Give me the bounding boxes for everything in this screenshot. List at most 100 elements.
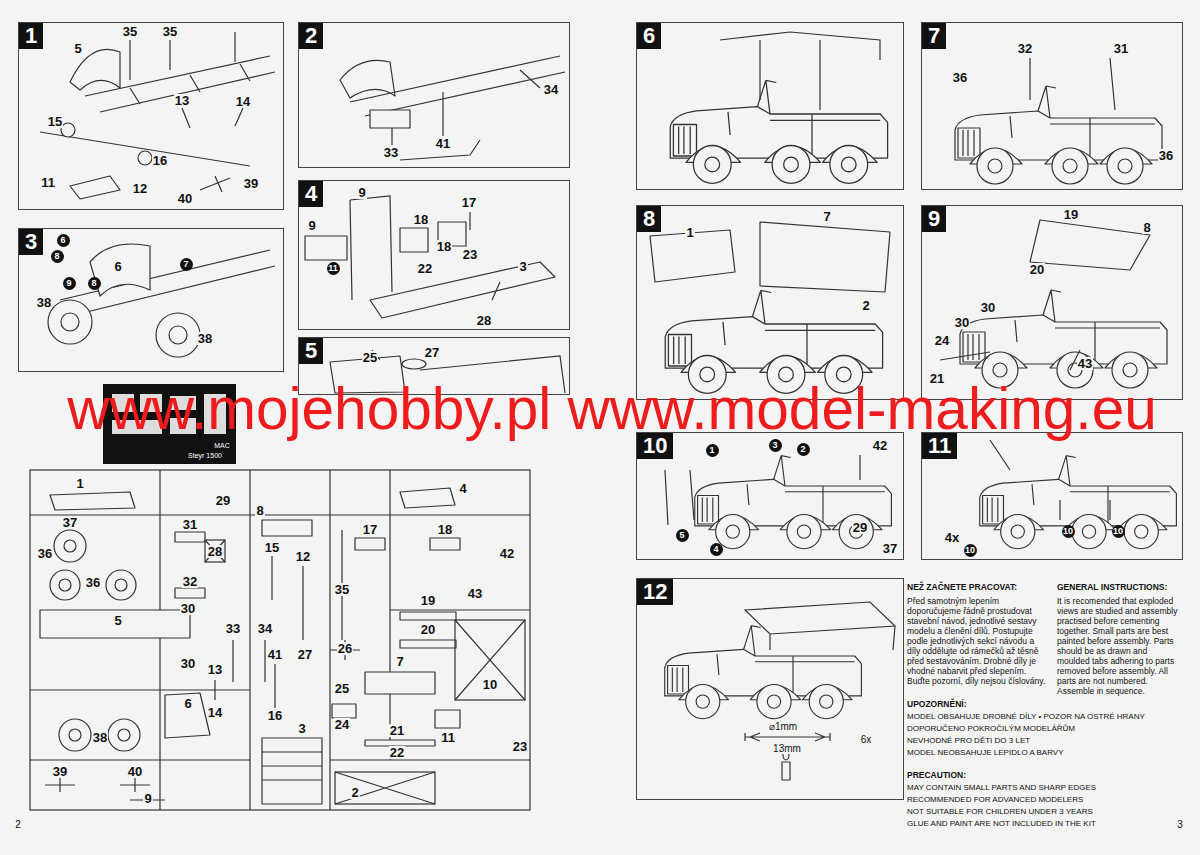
- callout-number: 33: [225, 622, 241, 635]
- callout-number: 28: [476, 314, 492, 327]
- callout-number: 29: [215, 494, 231, 507]
- warning-line: MODEL OBSAHUJE DROBNÉ DÍLY • POZOR NA OS…: [907, 713, 1145, 721]
- callout-number: 10: [482, 678, 498, 691]
- callout-number: 31: [1113, 42, 1129, 55]
- callout-number: 14: [207, 706, 223, 719]
- callout-number: 43: [1077, 357, 1093, 370]
- callout-number: 10: [1112, 525, 1125, 538]
- step-number: 7: [922, 23, 946, 49]
- callout-number: 36: [85, 576, 101, 589]
- callout-number: 39: [52, 765, 68, 778]
- callout-number: 2: [797, 443, 810, 456]
- note-heading: UPOZORNĚNÍ:: [907, 700, 967, 709]
- callout-number: 39: [243, 177, 259, 190]
- callout-number: 4: [458, 482, 467, 495]
- callout-number: 14: [235, 95, 251, 108]
- step-number: 9: [922, 206, 946, 232]
- callout-number: 36: [37, 547, 53, 560]
- step-number: 6: [637, 23, 661, 49]
- page-number: 2: [15, 820, 21, 830]
- callout-number: 34: [257, 622, 273, 635]
- callout-number: 24: [934, 334, 950, 347]
- callout-number: 23: [512, 740, 528, 753]
- step-number: 5: [299, 338, 323, 364]
- callout-number: 17: [461, 196, 477, 209]
- callout-number: 12: [132, 182, 148, 195]
- callout-number: 42: [872, 439, 888, 452]
- callout-number: 19: [420, 594, 436, 607]
- callout-number: 36: [1158, 149, 1174, 162]
- callout-number: 40: [177, 192, 193, 205]
- callout-number: 9: [357, 186, 366, 199]
- callout-number: 35: [162, 25, 178, 38]
- callout-number: 9: [143, 792, 152, 805]
- step-panel: 9: [921, 205, 1183, 400]
- callout-number: 4x: [944, 531, 960, 544]
- callout-number: 30: [180, 602, 196, 615]
- note-heading: PRECAUTION:: [907, 771, 966, 780]
- dimension-label: 6x: [860, 735, 873, 745]
- callout-number: 17: [362, 523, 378, 536]
- callout-number: 23: [462, 248, 478, 261]
- callout-number: 13: [207, 663, 223, 676]
- dimension-label: 13mm: [772, 744, 802, 754]
- warning-line: DOPORUČENO POKROČILÝM MODELÁŘŮM: [907, 725, 1075, 733]
- callout-number: 3: [769, 439, 782, 452]
- callout-number: 11: [440, 731, 456, 744]
- callout-number: 8: [1142, 221, 1151, 234]
- callout-number: 25: [334, 682, 350, 695]
- callout-number: 31: [182, 518, 198, 531]
- step-panel: 4: [298, 180, 570, 330]
- warning-line: GLUE AND PAINT ARE NOT INCLUDED IN THE K…: [907, 820, 1096, 828]
- etch-label: Steyr 1500: [187, 452, 223, 459]
- note-heading: NEŽ ZAČNETE PRACOVAT:: [907, 583, 1017, 592]
- callout-number: 36: [952, 71, 968, 84]
- warning-line: NOT SUITABLE FOR CHILDREN UNDER 3 YEARS: [907, 808, 1093, 816]
- warning-line: MAY CONTAIN SMALL PARTS AND SHARP EDGES: [907, 784, 1096, 792]
- callout-number: 35: [122, 25, 138, 38]
- step-panel: 7: [921, 22, 1183, 190]
- callout-number: 16: [152, 154, 168, 167]
- note-heading: GENERAL INSTRUCTIONS:: [1057, 583, 1167, 592]
- callout-number: 11: [327, 262, 340, 275]
- callout-number: 1: [706, 444, 719, 457]
- dimension-label: ⌀1mm: [768, 722, 798, 732]
- callout-number: 8: [255, 504, 264, 517]
- callout-number: 32: [182, 575, 198, 588]
- callout-number: 27: [424, 346, 440, 359]
- note-text: Před samotným lepením doporučujeme řádně…: [907, 596, 1049, 686]
- callout-number: 30: [180, 657, 196, 670]
- step-number: 3: [19, 229, 43, 255]
- callout-number: 7: [395, 655, 404, 668]
- step-number: 1: [19, 23, 43, 49]
- warning-line: MODEL NEOBSAHUJE LEPIDLO A BARVY: [907, 749, 1064, 757]
- etch-label: MAC: [213, 442, 231, 449]
- callout-number: 37: [882, 542, 898, 555]
- callout-number: 22: [389, 746, 405, 759]
- callout-number: 22: [417, 262, 433, 275]
- step-panel: 6: [636, 22, 904, 190]
- callout-number: 27: [297, 648, 313, 661]
- callout-number: 18: [437, 523, 453, 536]
- callout-number: 20: [1029, 263, 1045, 276]
- callout-number: 42: [499, 547, 515, 560]
- step-number: 12: [637, 579, 673, 605]
- callout-number: 41: [435, 137, 451, 150]
- callout-number: 38: [197, 332, 213, 345]
- callout-number: 13: [174, 94, 190, 107]
- callout-number: 9: [307, 219, 316, 232]
- callout-number: 5: [73, 42, 82, 55]
- step-number: 4: [299, 181, 323, 207]
- callout-number: 10: [1062, 525, 1075, 538]
- callout-number: 7: [180, 258, 193, 271]
- callout-number: 9: [63, 277, 76, 290]
- step-number: 8: [637, 206, 661, 232]
- page-number: 3: [1177, 820, 1183, 830]
- callout-number: 1: [75, 477, 84, 490]
- callout-number: 38: [92, 731, 108, 744]
- callout-number: 38: [36, 296, 52, 309]
- callout-number: 35: [334, 583, 350, 596]
- callout-number: 12: [295, 550, 311, 563]
- callout-number: 24: [334, 718, 350, 731]
- callout-number: 33: [383, 146, 399, 159]
